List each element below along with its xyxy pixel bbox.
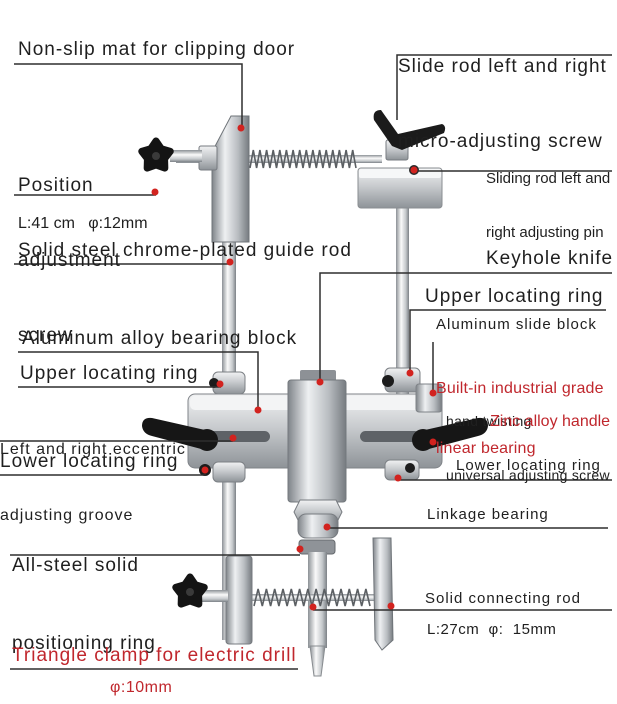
bottom-screw-rod [204, 594, 380, 601]
drill-clamp-label: Triangle clamp for electric drill [12, 645, 297, 666]
label-line: micro-adjusting screw [398, 131, 603, 152]
drill-clamp-spec: φ:10mm [110, 679, 173, 696]
linear-bearing-label: Built-in industrial grade linear bearing [436, 339, 604, 479]
keyhole-knife-label: Keyhole knife [486, 248, 614, 269]
upper-ring-left-label: Upper locating ring [20, 363, 199, 384]
bottom-knob-stem [198, 590, 228, 602]
eccentric-groove-right [360, 431, 420, 442]
marker-dot [316, 378, 324, 386]
non-slip-mat-label: Non-slip mat for clipping door [18, 39, 296, 60]
label-line: Slide rod left and right [398, 56, 607, 77]
leader-line [409, 309, 606, 372]
top-knob-stem [170, 150, 202, 162]
top-screw-rod [176, 155, 382, 163]
marker-dot [216, 380, 224, 388]
marker-dots [151, 124, 437, 611]
marker-dot [394, 474, 402, 482]
marker-dot [151, 188, 159, 196]
aluminum-slide-block-label: Aluminum slide block [436, 316, 597, 333]
marker-dot [254, 406, 262, 414]
marker-dot [410, 166, 418, 174]
top-spring [249, 149, 357, 169]
drill-bit-tip [309, 645, 326, 677]
top-clamp-jaw [211, 115, 250, 243]
marker-dot [201, 466, 209, 474]
marker-dot [323, 523, 331, 531]
label-line: Left and right eccentric [0, 441, 186, 458]
label-line: hand twisting [446, 413, 532, 429]
marker-dot [309, 603, 317, 611]
position-knob-icon [138, 137, 174, 172]
top-clamp-assembly [138, 110, 446, 243]
leader-line [319, 272, 612, 381]
leader-lines [0, 54, 612, 670]
positioning-ring [298, 539, 336, 555]
lower-locating-ring-left [212, 461, 246, 483]
handle-hub-left [196, 429, 218, 451]
label-line: All-steel solid [12, 555, 139, 576]
marker-dot [387, 602, 395, 610]
handle-hub-right [412, 429, 434, 451]
lower-ring-left-label: Lower locating ring [0, 451, 179, 472]
eccentric-groove-left [206, 431, 270, 442]
label-line: screw [18, 325, 73, 346]
label-line: linear bearing [436, 440, 536, 457]
marker-dot [229, 434, 237, 442]
hand-screw-label: hand twisting universal adjusting screw [446, 376, 610, 502]
bottom-left-block [225, 555, 253, 645]
lower-ring-screw-right [405, 463, 415, 473]
zinc-alloy-handle-left [142, 417, 205, 450]
leader-line [396, 54, 612, 120]
drill-column [293, 499, 343, 677]
label-line: Built-in industrial grade [436, 380, 604, 397]
upper-ring-screw-left [209, 378, 219, 388]
marker-dot [226, 258, 234, 266]
label-line: right adjusting pin [486, 224, 604, 241]
eccentric-groove-label: Left and right eccentric adjusting groov… [0, 395, 186, 549]
sliding-rod-pin-label: Sliding rod left and right adjusting pin [486, 134, 610, 260]
connecting-rod-label: Solid connecting rod [425, 590, 581, 607]
leader-line [18, 351, 259, 410]
triangle-clamp-jaw [372, 537, 394, 651]
marker-dot [406, 369, 414, 377]
zinc-handle-label: Zinc alloy handle [490, 413, 611, 430]
upper-ring-screw-right [382, 375, 394, 387]
bearing-block-label: Aluminum alloy bearing block [22, 328, 298, 349]
bottom-knob-icon [172, 573, 208, 608]
knob-cap [152, 152, 160, 160]
slide-rod-screw-label: Slide rod left and right micro-adjusting… [398, 4, 607, 179]
marker-dot [237, 124, 245, 132]
linkage-bearing [297, 513, 339, 539]
upper-ring-right-label: Upper locating ring [425, 286, 604, 307]
bearing-block-assembly [142, 370, 488, 503]
label-line: Position [18, 175, 94, 196]
marker-dot [429, 389, 437, 397]
label-line: adjustment [18, 250, 121, 271]
marker-dot [296, 545, 304, 553]
label-line: adjusting groove [0, 507, 134, 524]
bottom-clamp-assembly [172, 537, 394, 651]
knob-cap [186, 588, 194, 596]
center-post [287, 379, 347, 503]
guide-rod-label: Solid steel chrome-plated guide rod [18, 240, 352, 261]
leader-line [14, 63, 243, 127]
marker-dot [429, 438, 437, 446]
connecting-rod-spec: L:27cm φ: 15mm [427, 621, 557, 638]
label-line: Sliding rod left and [486, 170, 611, 187]
lower-ring-right-label: Lower locating ring [456, 457, 601, 474]
linkage-bearing-label: Linkage bearing [427, 506, 549, 523]
positioning-ring-label: All-steel solid positioning ring [12, 501, 156, 683]
micro-adjusting-lever [373, 110, 446, 150]
zinc-alloy-handle-right [425, 417, 488, 450]
label-line: universal adjusting screw [446, 467, 610, 483]
guide-rod-spec: L:41 cm φ:12mm [18, 215, 148, 232]
label-line: positioning ring [12, 633, 156, 654]
position-screw-label: Position adjustment screw [18, 123, 121, 373]
